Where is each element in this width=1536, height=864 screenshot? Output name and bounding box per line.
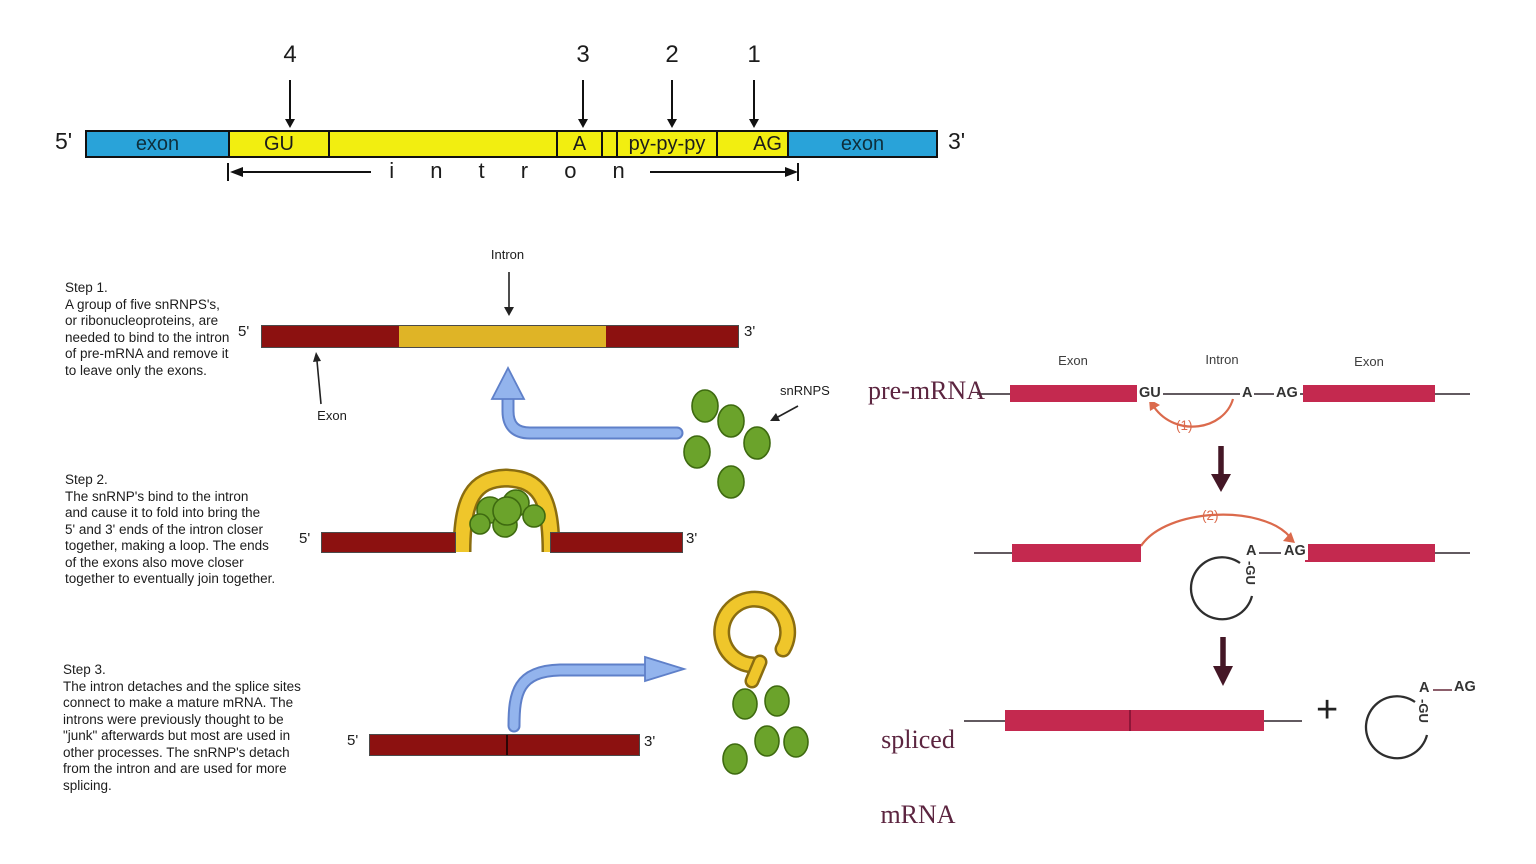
step1-snrnps-label: snRNPS (780, 383, 830, 398)
top-branch-a-segment: A (556, 132, 603, 156)
top-right-exon-segment: exon (789, 132, 936, 156)
spliced-mrna-line2: mRNA (880, 800, 956, 829)
step1-snrnps-pointer-icon (770, 405, 799, 421)
step3-detached-intron-icon (713, 590, 797, 689)
step2-three-prime-label: 3' (686, 530, 698, 547)
step1-right-exon-segment (606, 326, 738, 347)
spliced-mrna-bar (1005, 710, 1264, 731)
lariat-final-ag-label: AG (1452, 679, 1478, 696)
step3-three-prime-label: 3' (644, 733, 656, 750)
step2-title: Step 2. (65, 472, 108, 487)
panel-intron-label: Intron (1205, 352, 1239, 367)
step1-exon-label: Exon (317, 408, 347, 423)
step1-snrnp-cluster-icon (683, 389, 771, 499)
lariat-final-loop-icon (1364, 695, 1429, 760)
marker-1-label: 1 (747, 41, 761, 68)
reaction1-arrow-icon (1149, 398, 1235, 428)
step2-right-exon-bar (550, 532, 683, 553)
spliced-mrna-label: spliced mRNA (858, 677, 978, 864)
spliced-mrna-line1: spliced (881, 725, 955, 754)
lariat-mid-loop-icon (1189, 556, 1254, 621)
top-pre-mrna-bar: exon GU A py-py-py AG exon (85, 130, 938, 158)
plus-sign: + (1316, 689, 1339, 731)
stage1-right-exon-box (1303, 385, 1435, 402)
marker-3-label: 3 (576, 41, 590, 68)
reaction1-label: (1) (1176, 418, 1193, 433)
flow-arrow-down-1-icon (1211, 446, 1231, 492)
step3-text: Step 3. The intron detaches and the spli… (63, 662, 323, 794)
step1-five-prime-label: 5' (238, 323, 250, 340)
step1-title: Step 1. (65, 280, 108, 295)
stage1-ag-label: AG (1274, 385, 1300, 402)
panel-exon-left-label: Exon (1058, 353, 1088, 368)
stage2-right-exon-box (1305, 544, 1435, 562)
step1-exon-pointer-icon (313, 352, 322, 405)
stage1-gu-label: GU (1137, 385, 1163, 402)
step1-text: Step 1. A group of five snRNPS's, or rib… (65, 280, 285, 379)
lariat-final-a-label: A (1417, 680, 1432, 697)
step2-text: Step 2. The snRNP's bind to the intron a… (65, 472, 305, 588)
top-marker-arrow-icons (285, 80, 759, 128)
lariat-final-gu-tail-label: -GU (1416, 699, 1431, 723)
step1-body: A group of five snRNPS's, or ribonucleop… (65, 296, 230, 378)
step1-intron-segment (399, 326, 606, 347)
top-five-prime-label: 5' (55, 128, 73, 154)
step3-five-prime-label: 5' (347, 732, 359, 749)
top-intron-body-segment (330, 132, 556, 156)
step3-splice-junction (506, 735, 508, 755)
step1-blue-arrow-icon (490, 366, 684, 440)
top-ag-site-segment: AG (718, 132, 789, 156)
step1-pre-mrna-bar (261, 325, 739, 348)
top-gu-site-segment: GU (228, 132, 330, 156)
step3-body: The intron detaches and the splice sites… (63, 678, 301, 793)
step2-left-exon-bar (321, 532, 456, 553)
spliced-junction (1129, 710, 1131, 731)
step1-intron-label: Intron (490, 247, 525, 262)
marker-2-label: 2 (665, 41, 679, 68)
pre-mrna-label: pre-mRNA (868, 376, 985, 405)
stage1-branch-a-label: A (1240, 385, 1255, 402)
step3-blue-arrow-icon (507, 655, 688, 733)
step2-snrnp-cluster-icon (469, 489, 546, 538)
top-three-prime-label: 3' (948, 128, 966, 154)
step1-intron-pointer-icon (504, 272, 514, 316)
top-py-tract-segment: py-py-py (616, 132, 718, 156)
stage2-left-exon-box (1012, 544, 1141, 562)
step2-intron-loop-icon (452, 468, 561, 553)
step1-three-prime-label: 3' (744, 323, 756, 340)
stage1-left-exon-box (1010, 385, 1137, 402)
step3-mature-mrna-bar (369, 734, 640, 756)
step2-five-prime-label: 5' (299, 530, 311, 547)
marker-4-label: 4 (283, 41, 297, 68)
intron-span-arrow-icon (227, 163, 799, 181)
flow-arrow-down-2-icon (1213, 637, 1233, 686)
top-left-exon-segment: exon (87, 132, 228, 156)
lariat-mid-ag-label: AG (1282, 543, 1308, 560)
intron-span-label: i n t r o n (389, 158, 635, 183)
step3-title: Step 3. (63, 662, 106, 677)
reaction2-arrow-icon (1140, 513, 1295, 547)
top-spacer-segment (603, 132, 616, 156)
step2-body: The snRNP's bind to the intron and cause… (65, 488, 276, 587)
lariat-mid-a-label: A (1244, 543, 1259, 560)
step3-snrnp-cluster-icon (722, 685, 809, 775)
step1-left-exon-segment (262, 326, 399, 347)
lariat-mid-gu-tail-label: -GU (1243, 561, 1258, 585)
panel-exon-right-label: Exon (1354, 354, 1384, 369)
reaction2-label: (2) (1202, 508, 1219, 523)
